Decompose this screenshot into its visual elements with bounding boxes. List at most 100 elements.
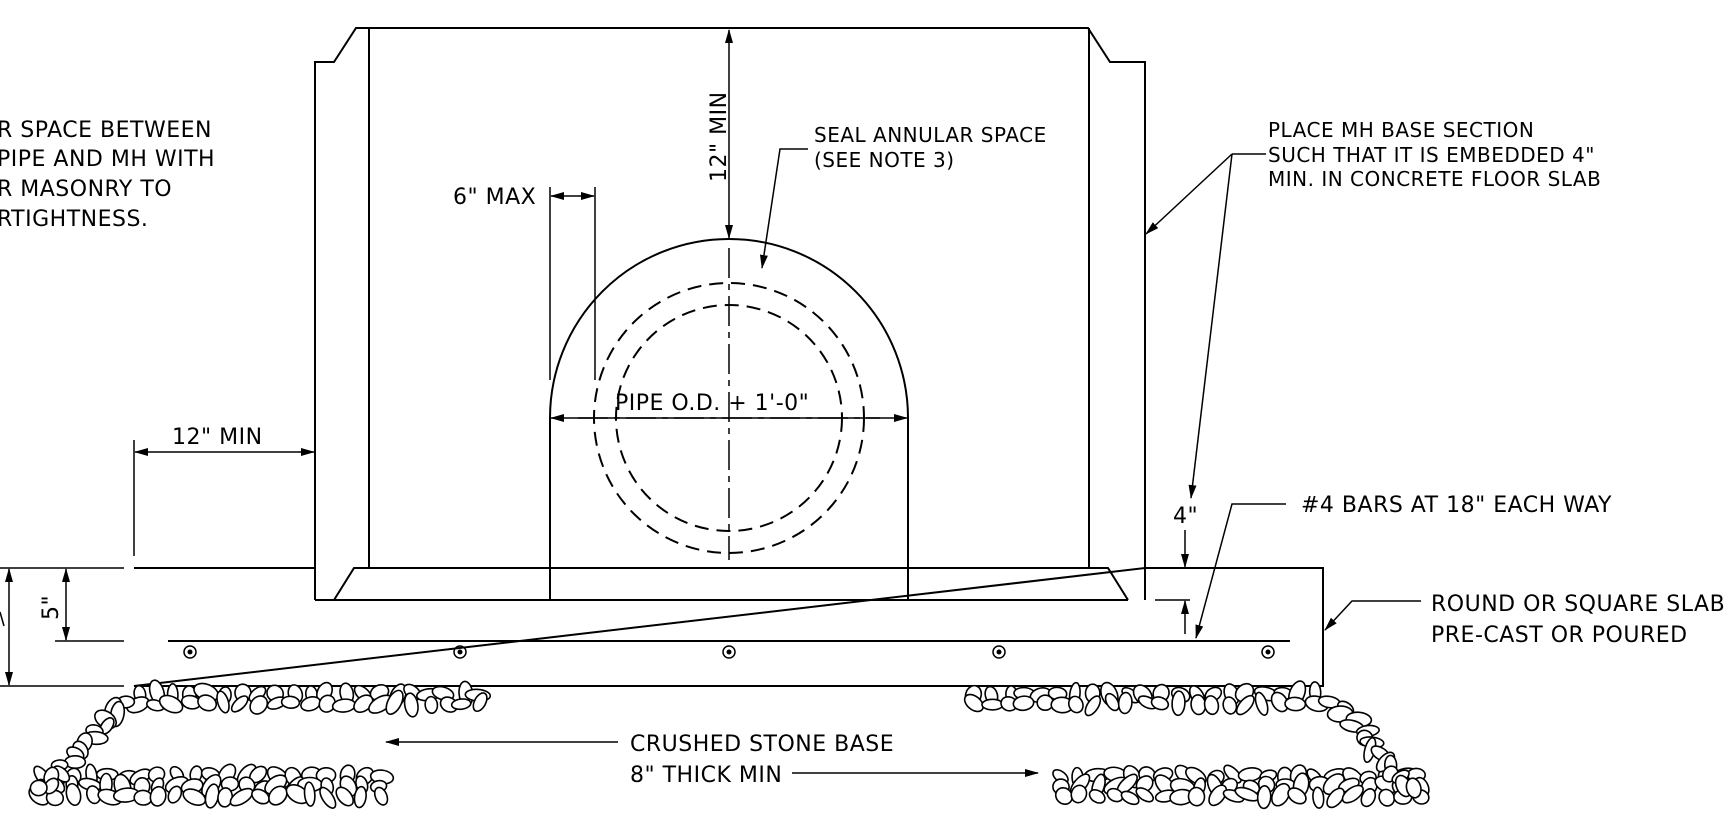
bars-note-label: #4 BARS AT 18" EACH WAY <box>1301 493 1612 518</box>
dimension-bar-cover-label: 5" <box>39 595 64 620</box>
stone-pebble <box>319 786 337 809</box>
stone-pebble <box>1054 787 1074 805</box>
dimension-max-gap-label: 6" MAX <box>453 185 536 210</box>
stone-pebble <box>251 788 270 805</box>
stone-pebble <box>280 695 301 710</box>
bars-note: #4 BARS AT 18" EACH WAY <box>1195 493 1612 639</box>
stone-pebble <box>1284 696 1307 712</box>
dimension-bar-cover: 5" <box>39 568 124 642</box>
slab-note: ROUND OR SQUARE SLAB PRE-CAST OR POURED <box>1324 592 1725 648</box>
rebar-dot <box>453 645 467 659</box>
stone-pebble <box>1208 784 1228 807</box>
stone-pebble <box>249 695 269 715</box>
stone-pebble <box>1067 695 1084 714</box>
dimension-embed: 4" <box>1155 504 1198 634</box>
seal-annular-line-2: (SEE NOTE 3) <box>814 148 955 172</box>
stone-pebble <box>1070 784 1088 804</box>
stone-pebble <box>1012 695 1035 712</box>
stone-pebble <box>981 698 1004 711</box>
stone-pebble <box>1104 692 1120 712</box>
slab-note-line-1: ROUND OR SQUARE SLAB <box>1431 592 1725 617</box>
rebar-dot <box>722 645 736 659</box>
stone-pebble <box>424 695 439 714</box>
dimension-top-clearance: 12" MIN <box>707 29 733 239</box>
place-mh-line-2: SUCH THAT IT IS EMBEDDED 4" <box>1268 143 1595 167</box>
stone-pebble <box>1135 787 1154 803</box>
left-note-line-2: PIPE AND MH WITH <box>0 147 215 172</box>
dimension-embed-label: 4" <box>1173 504 1198 529</box>
stone-pebble <box>1326 787 1345 809</box>
stone-pebble <box>268 785 288 806</box>
stone-pebble <box>1312 786 1325 809</box>
place-mh-line-1: PLACE MH BASE SECTION <box>1268 118 1534 142</box>
crushed-stone-line-2: 8" THICK MIN <box>630 763 782 788</box>
stone-pebble <box>197 694 218 712</box>
stone-pebble <box>1222 696 1238 715</box>
slab-note-line-2: PRE-CAST OR POURED <box>1431 623 1688 648</box>
rebar-dot <box>992 645 1006 659</box>
rebar-dots <box>183 645 1275 659</box>
left-note-line-4: RTIGHTNESS. <box>0 207 148 232</box>
stone-pebble <box>353 785 367 809</box>
stone-pebble <box>158 694 184 714</box>
stone-pebble <box>65 782 82 807</box>
left-note: R SPACE BETWEEN PIPE AND MH WITH R MASON… <box>0 118 215 232</box>
stone-pebble <box>1270 782 1291 807</box>
stone-pebble <box>1117 691 1133 715</box>
stone-pebble <box>1120 790 1140 806</box>
stone-pebble <box>1203 695 1220 716</box>
stone-pebble <box>1287 787 1307 805</box>
stone-pebble <box>450 698 472 711</box>
stone-pebble <box>403 692 419 718</box>
stone-pebble <box>230 695 249 713</box>
stone-pebble <box>1378 788 1396 807</box>
stone-pebble <box>1150 696 1170 711</box>
dimension-max-gap: 6" MAX <box>453 185 596 380</box>
stone-pebble <box>303 781 316 807</box>
crushed-stone-note: CRUSHED STONE BASE 8" THICK MIN <box>385 732 1039 788</box>
dimension-pipe-opening-label: PIPE O.D. + 1'-0" <box>615 391 809 416</box>
left-note-line-3: R MASONRY TO <box>0 177 172 202</box>
stone-pebble <box>1187 786 1206 807</box>
stone-pebble <box>1171 690 1186 717</box>
rebar-dot <box>183 645 197 659</box>
concrete-slab <box>133 567 1324 687</box>
stone-pebble <box>1088 789 1106 804</box>
rebar-dot <box>1261 645 1275 659</box>
stone-pebble <box>1270 691 1289 713</box>
stone-pebble <box>1341 784 1364 804</box>
dimension-side-clearance-label: 12" MIN <box>172 425 263 450</box>
stone-pebble <box>331 698 357 713</box>
stone-pebble <box>216 690 230 714</box>
stone-pebble <box>1084 695 1102 717</box>
left-note-line-1: R SPACE BETWEEN <box>0 118 212 143</box>
stone-pebble <box>149 785 167 807</box>
dimension-side-clearance: 12" MIN <box>133 425 315 556</box>
stone-pebble <box>353 694 374 714</box>
dimension-top-clearance-label: 12" MIN <box>707 91 732 182</box>
stone-pebble <box>385 689 404 715</box>
stone-pebble <box>1360 788 1377 808</box>
seal-annular-note: SEAL ANNULAR SPACE (SEE NOTE 3) <box>759 123 1047 269</box>
crushed-stone-line-1: CRUSHED STONE BASE <box>630 732 894 757</box>
crushed-stone-base <box>28 679 1430 810</box>
stone-pebble <box>335 786 354 807</box>
stone-pebble <box>1235 694 1255 716</box>
manhole-base-section <box>314 27 1146 601</box>
stone-pebble <box>1405 777 1422 799</box>
dimension-slab-thickness-partial <box>0 567 124 687</box>
place-mh-note: PLACE MH BASE SECTION SUCH THAT IT IS EM… <box>1145 118 1601 499</box>
stone-pebble <box>29 779 48 797</box>
place-mh-line-3: MIN. IN CONCRETE FLOOR SLAB <box>1268 167 1601 191</box>
stone-pebble <box>1223 764 1242 784</box>
stone-pebble <box>1256 785 1272 810</box>
seal-annular-line-1: SEAL ANNULAR SPACE <box>814 123 1047 147</box>
stone-pebble <box>1254 691 1269 716</box>
stone-pebble <box>373 786 389 806</box>
stone-pebble <box>229 787 254 807</box>
pipe-opening <box>549 238 909 600</box>
stone-pebble <box>963 693 984 713</box>
dimension-pipe-opening: PIPE O.D. + 1'-0" <box>550 391 908 422</box>
stone-pebble <box>472 692 488 713</box>
